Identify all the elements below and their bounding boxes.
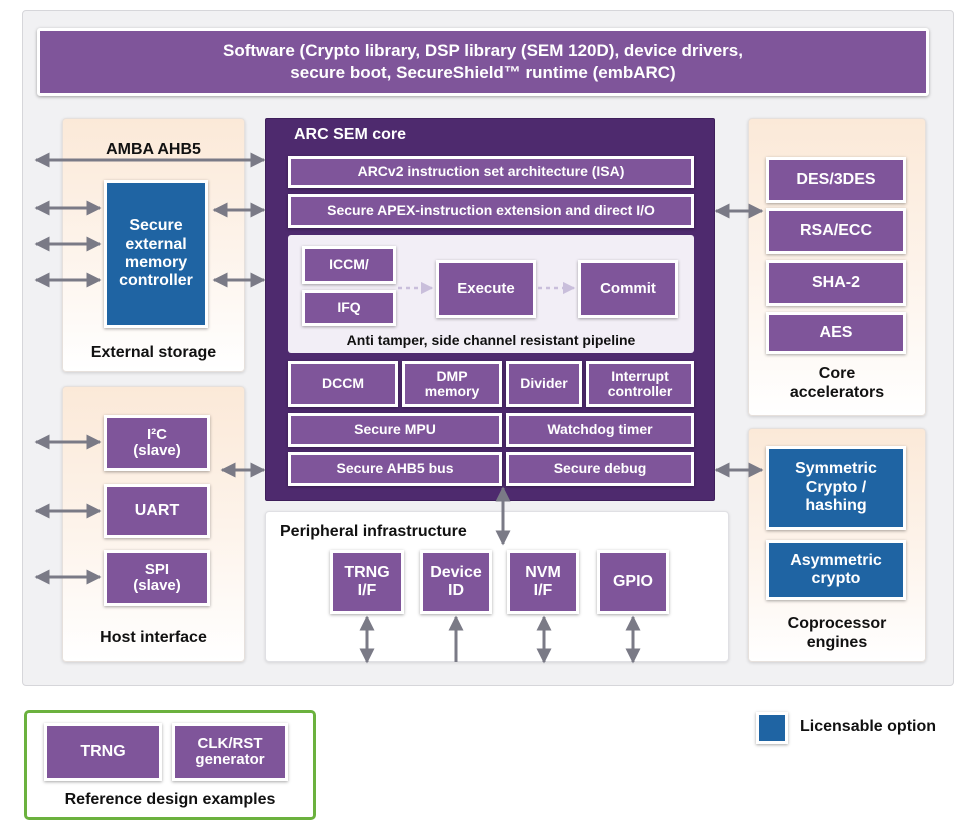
host-interface-caption: Host interface	[100, 629, 207, 646]
aes-box: AES	[766, 312, 906, 354]
interrupt-controller-box: Interrupt controller	[586, 361, 694, 407]
reference-design-caption: Reference design examples	[64, 791, 276, 808]
pipeline-caption: Anti tamper, side channel resistant pipe…	[346, 332, 636, 348]
software-line-1: Software (Crypto library, DSP library (S…	[223, 40, 743, 60]
clk-rst-generator-box: CLK/RST generator	[172, 723, 288, 781]
i2c-slave-box: I²C (slave)	[104, 415, 210, 471]
sha-2-box: SHA-2	[766, 260, 906, 306]
spi-slave-box: SPI (slave)	[104, 550, 210, 606]
isa-bar: ARCv2 instruction set architecture (ISA)	[288, 156, 694, 188]
trng-if-box: TRNG I/F	[330, 550, 404, 614]
rsa-ecc-box: RSA/ECC	[766, 208, 906, 254]
secure-mpu-box: Secure MPU	[288, 413, 502, 447]
arc-sem-core-title: ARC SEM core	[294, 126, 407, 143]
software-bar: Software (Crypto library, DSP library (S…	[37, 28, 929, 96]
uart-box: UART	[104, 484, 210, 538]
des-3des-box: DES/3DES	[766, 157, 906, 203]
execute-box: Execute	[436, 260, 536, 318]
symmetric-crypto-hashing-box: Symmetric Crypto / hashing	[766, 446, 906, 530]
licensable-option-label: Licensable option	[800, 718, 937, 735]
secure-debug-box: Secure debug	[506, 452, 694, 486]
asymmetric-crypto-box: Asymmetric crypto	[766, 540, 906, 600]
dccm-box: DCCM	[288, 361, 398, 407]
iccm-box: ICCM/	[302, 246, 396, 284]
core-accelerators-caption: Core accelerators	[789, 365, 885, 402]
external-storage-caption: External storage	[90, 344, 217, 361]
peripheral-infrastructure-title: Peripheral infrastructure	[280, 523, 467, 540]
nvm-if-box: NVM I/F	[507, 550, 579, 614]
commit-box: Commit	[578, 260, 678, 318]
divider-box: Divider	[506, 361, 582, 407]
reference-trng-box: TRNG	[44, 723, 162, 781]
secure-ahb5-bus-box: Secure AHB5 bus	[288, 452, 502, 486]
secure-external-memory-controller: Secure external memory controller	[104, 180, 208, 328]
licensable-option-swatch	[756, 712, 788, 744]
watchdog-timer-box: Watchdog timer	[506, 413, 694, 447]
gpio-box: GPIO	[597, 550, 669, 614]
software-line-2: secure boot, SecureShield™ runtime (embA…	[290, 62, 676, 82]
apex-bar: Secure APEX-instruction extension and di…	[288, 194, 694, 228]
ifq-box: IFQ	[302, 290, 396, 326]
device-id-box: Device ID	[420, 550, 492, 614]
coprocessor-engines-caption: Coprocessor engines	[787, 615, 887, 652]
dmp-memory-box: DMP memory	[402, 361, 502, 407]
